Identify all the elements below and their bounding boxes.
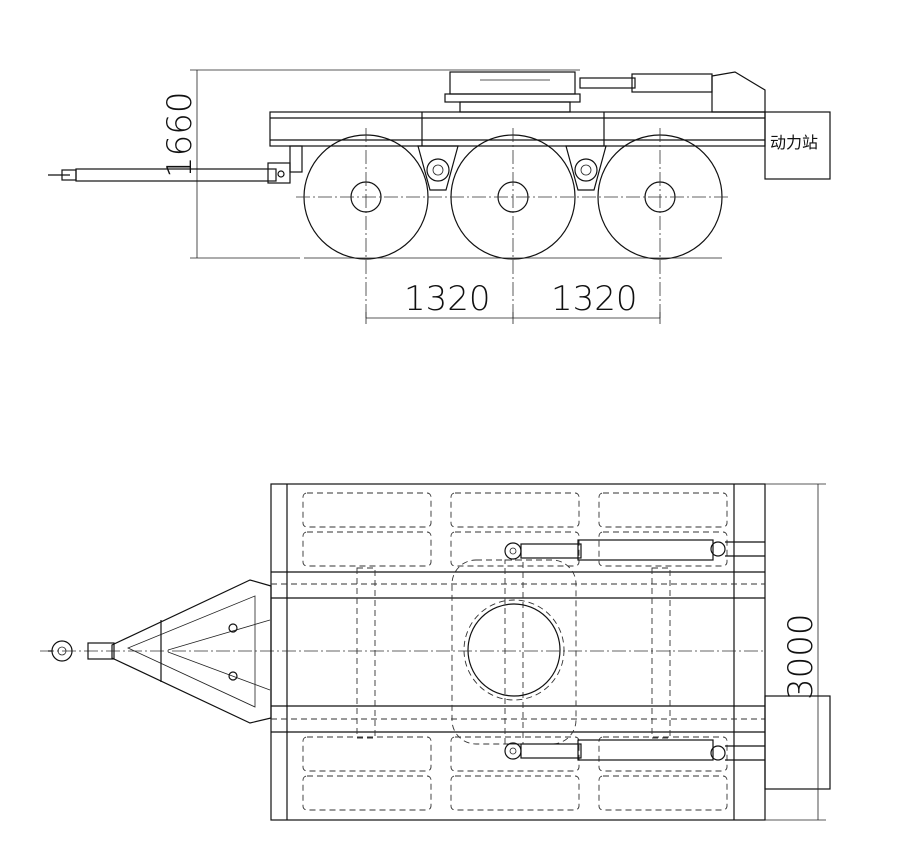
- top-power-station: [764, 695, 831, 790]
- width-dimension: 3000: [765, 483, 826, 821]
- width-dimension-text: 3000: [781, 613, 821, 700]
- axle-spacing-1: 1320: [404, 279, 491, 319]
- top-towbar: [48, 579, 272, 724]
- axle-spacing-dimensions: 1320 1320: [365, 279, 661, 324]
- side-wheels: [296, 128, 730, 320]
- top-frame: [270, 483, 766, 821]
- height-dimension: 1660: [160, 91, 200, 178]
- top-wheels: [302, 492, 728, 811]
- axle-spacing-2: 1320: [551, 279, 638, 319]
- side-towbar: [48, 162, 291, 184]
- side-view: 1660: [48, 69, 831, 324]
- power-station-box: [764, 111, 831, 180]
- power-station-label: 动力站: [770, 133, 818, 152]
- top-view: 3000: [40, 483, 831, 821]
- side-frame: [269, 71, 766, 173]
- top-cylinders: [504, 539, 765, 761]
- turntable-ring: [467, 603, 561, 697]
